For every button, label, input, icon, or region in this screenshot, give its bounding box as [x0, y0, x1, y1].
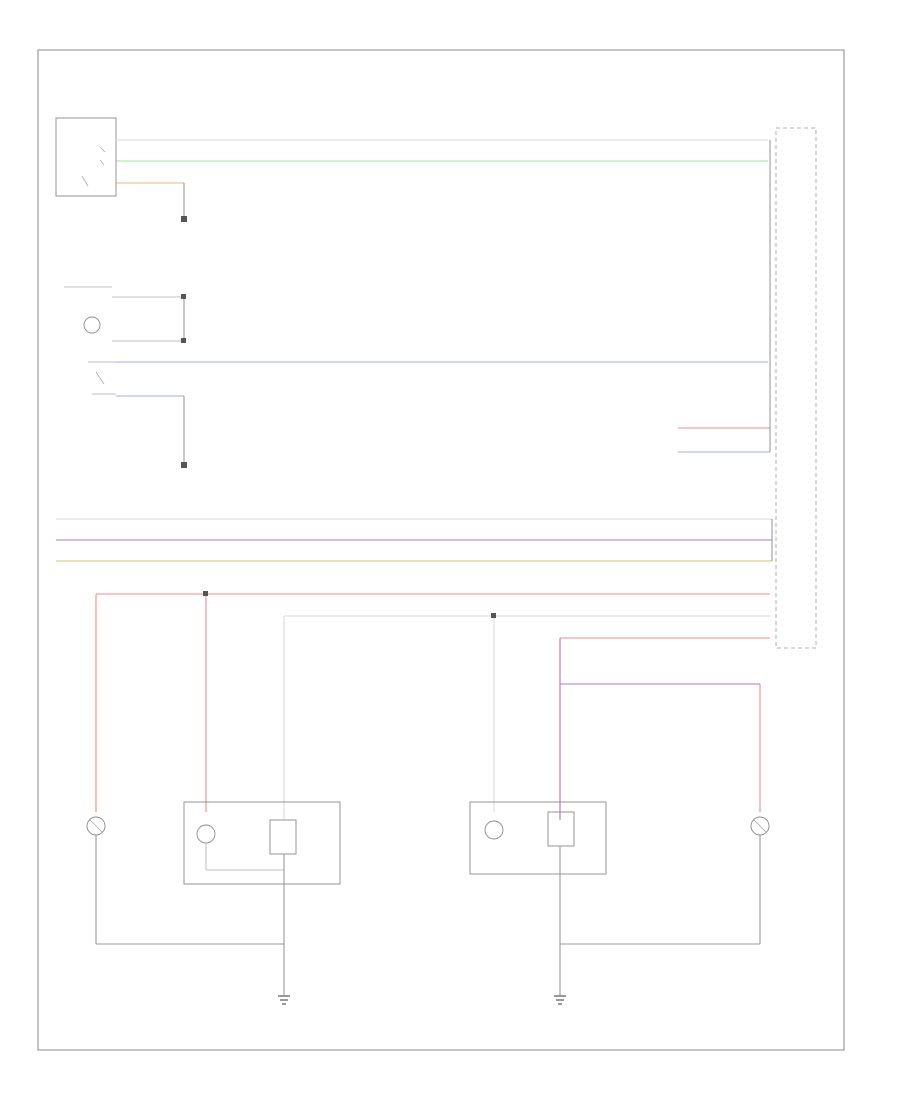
lamp-right-outer — [750, 816, 770, 836]
diagram-frame — [37, 49, 845, 1051]
ground-point-1 — [181, 216, 187, 222]
module-left — [269, 819, 297, 855]
door-switch — [88, 361, 116, 395]
splice-white — [491, 613, 496, 618]
module-right — [547, 811, 575, 847]
combo-light-left — [183, 801, 341, 885]
ground-symbol-left — [278, 970, 290, 1005]
headlight-switch — [55, 117, 117, 197]
ground-point-2 — [181, 462, 187, 468]
illumination-block — [64, 286, 186, 343]
splice-red — [203, 591, 208, 596]
lamp-left-inner — [196, 824, 216, 844]
lamp-left-outer — [86, 816, 106, 836]
lamp-right-inner — [484, 820, 504, 840]
combo-light-right — [469, 801, 607, 875]
ground-symbol-right — [554, 970, 566, 1005]
connector-housing-right — [775, 127, 817, 649]
